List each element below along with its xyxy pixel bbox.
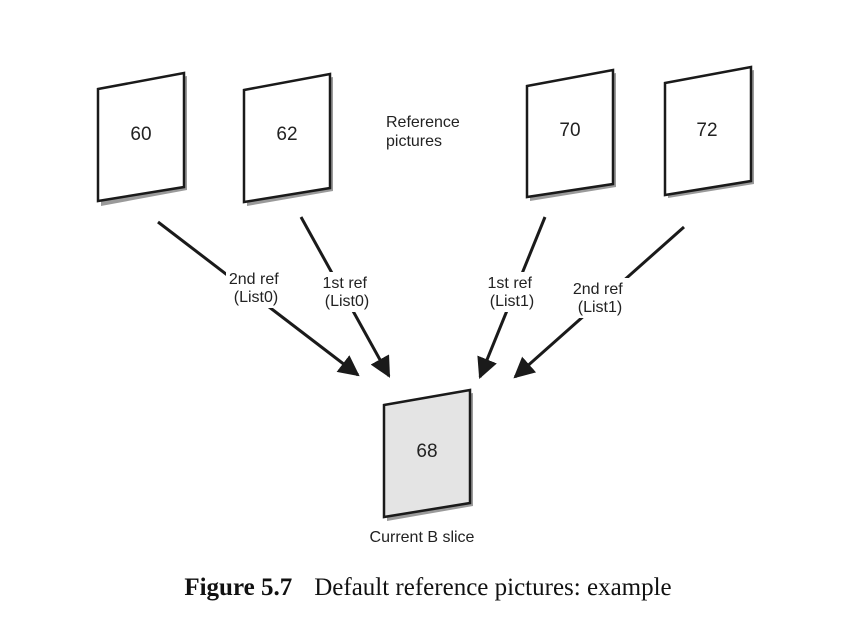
frame-card (96, 71, 186, 203)
reference-frame-62: 62 (242, 72, 333, 206)
frame-number: 68 (416, 441, 437, 462)
frame-card (525, 68, 615, 199)
reference-pictures-label: Reference pictures (386, 114, 464, 150)
current-frame-68: 68 (382, 388, 473, 521)
frame-card (382, 388, 472, 519)
reference-frame-70: 70 (525, 68, 616, 201)
label-backing (318, 272, 376, 312)
frame-number: 72 (696, 120, 717, 141)
label-backing (568, 278, 632, 318)
label-backing (226, 268, 288, 308)
frame-number: 60 (130, 124, 151, 145)
frame-number: 62 (276, 124, 297, 145)
frame-card (242, 72, 332, 204)
arrow-label-70: 1st ref (List1) (488, 275, 537, 310)
frame-number: 70 (559, 120, 580, 141)
arrow-label-72: 2nd ref (List1) (573, 281, 627, 316)
reference-frame-72: 72 (663, 65, 754, 198)
arrow-label-60: 2nd ref (List0) (229, 271, 283, 306)
arrow-label-62: 1st ref (List0) (323, 275, 372, 310)
figure-caption-text: Default reference pictures: example (314, 574, 672, 601)
current-frame-label: Current B slice (370, 529, 475, 546)
reference-frame-60: 60 (96, 71, 187, 206)
figure-caption: Figure 5.7 Default reference pictures: ex… (0, 574, 856, 602)
label-backing (483, 272, 541, 312)
figure-number: Figure 5.7 (184, 574, 293, 601)
frame-card (663, 65, 753, 197)
